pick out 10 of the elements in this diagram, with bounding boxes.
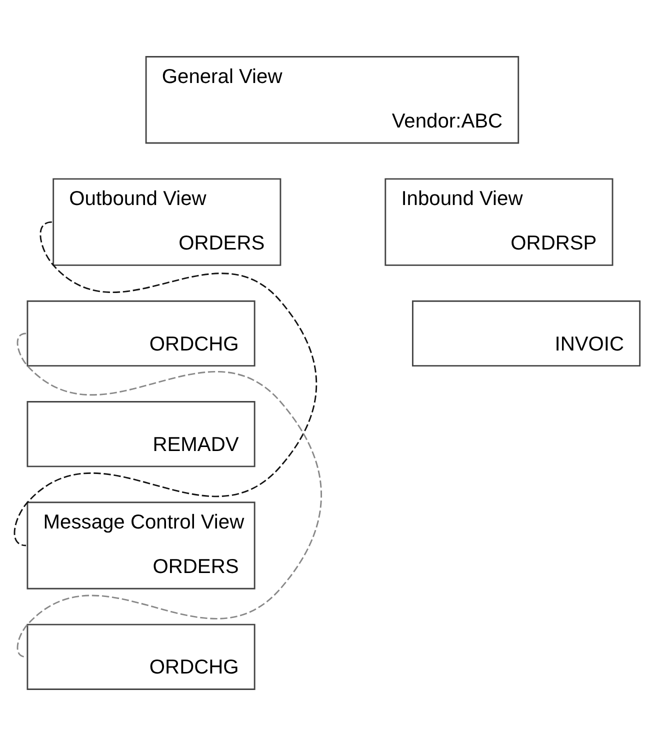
node-box: INVOIC bbox=[412, 300, 641, 366]
connector bbox=[17, 332, 322, 658]
connector bbox=[14, 220, 318, 546]
node-box: ORDCHG bbox=[26, 300, 256, 366]
node-box: Inbound View ORDRSP bbox=[384, 178, 614, 266]
node-box: Message Control View ORDERS bbox=[26, 501, 256, 589]
node-box: ORDCHG bbox=[26, 623, 256, 690]
node-box: REMADV bbox=[26, 400, 256, 467]
node-box: Outbound View ORDERS bbox=[52, 178, 282, 266]
node-box: General View Vendor:ABC bbox=[145, 56, 520, 144]
